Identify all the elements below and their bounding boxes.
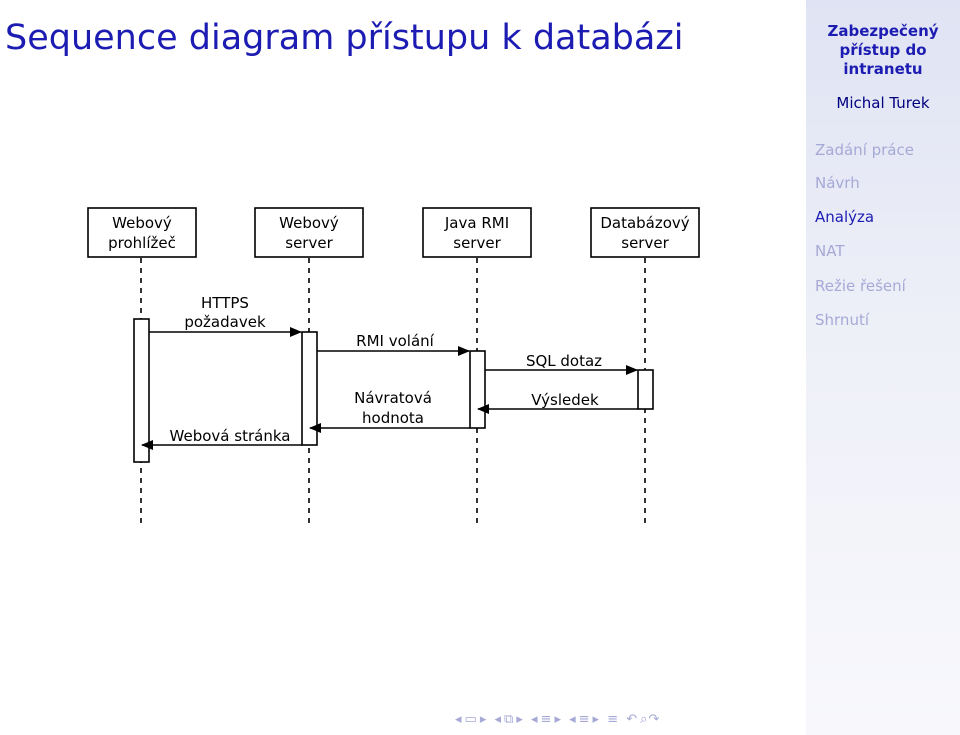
nav-next-section-icon[interactable]: ▸: [554, 712, 562, 727]
participant-db-server: Databázový server: [590, 207, 700, 258]
nav-next-slide-icon[interactable]: ▸: [479, 712, 488, 727]
message-return-value: Návratová hodnota: [309, 389, 470, 433]
message-sql-query: SQL dotaz: [485, 352, 638, 375]
sidebar-item-analyza[interactable]: Analýza: [815, 208, 875, 226]
nav-prev-slide-icon[interactable]: ◂: [455, 712, 463, 727]
beamer-navigation: ◂▭▸ ◂⧉▸ ◂≡▸ ◂≡▸ ≡ ↶⌕↷: [455, 712, 662, 727]
participant-browser: Webový prohlížeč: [87, 207, 197, 258]
activation-rmi-server: [469, 350, 486, 429]
nav-section-icon[interactable]: ≡: [540, 712, 553, 727]
participant-label: prohlížeč: [108, 234, 176, 252]
activation-browser: [133, 318, 150, 463]
nav-subsection-icon[interactable]: ≡: [578, 712, 591, 727]
nav-prev-frame-icon[interactable]: ◂: [494, 712, 503, 727]
message-label: SQL dotaz: [526, 352, 602, 370]
nav-next-frame-icon[interactable]: ▸: [516, 712, 524, 727]
participant-web-server: Webový server: [254, 207, 364, 258]
author-name: Michal Turek: [836, 94, 930, 112]
message-https-request: HTTPS požadavek: [149, 294, 302, 337]
nav-doc-icon[interactable]: ≡: [607, 712, 620, 727]
message-label: Návratová: [354, 389, 432, 407]
message-label: RMI volání: [356, 332, 434, 350]
message-rmi-call: RMI volání: [317, 332, 470, 356]
message-label: Výsledek: [531, 391, 599, 409]
nav-prev-section-icon[interactable]: ◂: [531, 712, 539, 727]
activation-db-server: [637, 369, 654, 410]
sidebar-item-navrh[interactable]: Návrh: [815, 174, 860, 192]
message-label: Webová stránka: [170, 427, 291, 445]
activation-web-server: [301, 331, 318, 446]
participant-label: Webový: [112, 214, 172, 232]
sequence-diagram: Webový prohlížeč Webový server Java RMI …: [87, 207, 700, 525]
participant-label: Java RMI: [444, 214, 509, 232]
nav-prev-subsection-icon[interactable]: ◂: [569, 712, 577, 727]
nav-slide-icon[interactable]: ▭: [464, 712, 478, 727]
participant-label: server: [621, 234, 669, 252]
sidebar: Zabezpečený přístup do intranetu Michal …: [806, 0, 960, 735]
participant-label: server: [453, 234, 501, 252]
message-result: Výsledek: [477, 391, 638, 414]
sidebar-item-nat[interactable]: NAT: [815, 242, 845, 260]
sidebar-item-shrnuti[interactable]: Shrnutí: [815, 311, 869, 329]
sidebar-item-zadani-prace[interactable]: Zadání práce: [815, 141, 914, 159]
nav-next-subsection-icon[interactable]: ▸: [592, 712, 601, 727]
nav-back-icon[interactable]: ↶: [626, 712, 639, 727]
sidebar-item-rezie-reseni[interactable]: Režie řešení: [815, 277, 906, 295]
presentation-title-line: přístup do: [839, 41, 927, 59]
message-label: hodnota: [362, 409, 424, 427]
participant-label: server: [285, 234, 333, 252]
participant-label: Webový: [279, 214, 339, 232]
presentation-title: Zabezpečený přístup do intranetu: [806, 22, 960, 79]
nav-search-icon[interactable]: ⌕↷: [640, 712, 661, 727]
message-label: požadavek: [184, 313, 266, 331]
participant-rmi-server: Java RMI server: [422, 207, 532, 258]
message-web-page: Webová stránka: [141, 427, 302, 450]
participant-label: Databázový: [600, 214, 689, 232]
nav-frame-icon[interactable]: ⧉: [504, 712, 515, 727]
presentation-title-line: intranetu: [843, 60, 923, 78]
slide-title: Sequence diagram přístupu k databázi: [5, 18, 684, 58]
presentation-title-line: Zabezpečený: [827, 22, 939, 40]
message-label: HTTPS: [201, 294, 249, 312]
